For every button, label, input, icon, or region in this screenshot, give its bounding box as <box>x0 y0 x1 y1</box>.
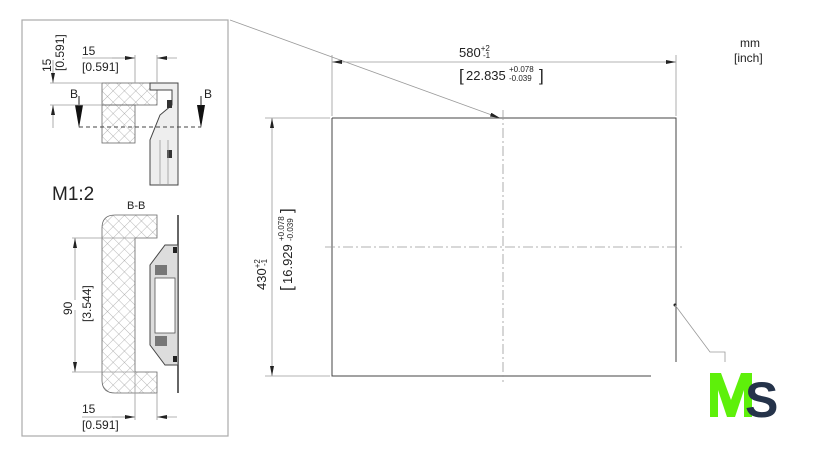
section-b-b-view: 90 [3.544] 15 [0.591] <box>61 214 179 432</box>
width-value: 580 <box>459 45 481 60</box>
section-arrow-left-icon <box>75 105 83 128</box>
bottom-horizontal-dim-value: 15 <box>82 402 96 416</box>
top-section-view: B B 15 [0.591] 15 [0.591] <box>40 34 212 186</box>
svg-text:[: [ <box>459 66 464 85</box>
height-dim-inch: [3.544] <box>80 285 94 322</box>
section-arrow-right-icon <box>197 105 205 128</box>
height-dim-value: 90 <box>61 301 75 315</box>
width-inch-tol-plus: +0.078 <box>509 65 534 74</box>
bottom-horizontal-dim-inch: [0.591] <box>82 418 119 432</box>
height-inch-tol-minus: -0.039 <box>286 218 295 241</box>
detail-leader-line <box>229 19 501 119</box>
logo-m <box>710 373 752 417</box>
height-tol-plus: +2 <box>253 259 262 269</box>
svg-text:]: ] <box>539 66 544 85</box>
cut-marker-right: B <box>204 87 212 101</box>
width-inch: 22.835 <box>466 68 506 83</box>
height-inch: 16.929 <box>280 244 295 284</box>
width-dimension: 580+2 -1 [ 22.835 +0.078 -0.039 ] <box>459 44 544 85</box>
svg-text:]: ] <box>277 208 296 213</box>
top-vertical-dim-inch: [0.591] <box>53 34 67 71</box>
svg-text:580+2: 580+2 <box>459 44 490 60</box>
units-inch: [inch] <box>734 51 763 65</box>
logo-s: S <box>745 372 778 428</box>
scale-label: M1:2 <box>52 184 94 205</box>
top-vertical-dim-value: 15 <box>40 58 54 72</box>
top-horizontal-dim-inch: [0.591] <box>82 60 119 74</box>
height-dimension: 430+2 -1 [ 16.929 +0.078 -0.039 ] <box>253 208 296 291</box>
height-inch-tol-plus: +0.078 <box>277 216 286 241</box>
detail-frame <box>21 19 229 437</box>
height-tol-minus: -1 <box>260 258 269 266</box>
detail-view: B B 15 [0.591] 15 [0.591] M1:2 B-B <box>21 19 501 437</box>
ms-logo: S <box>710 372 778 428</box>
main-outline-view: 580+2 -1 [ 22.835 +0.078 -0.039 ] 430+2 … <box>253 44 726 382</box>
units-mm: mm <box>740 36 760 50</box>
width-tol-minus: -1 <box>483 51 491 60</box>
top-horizontal-dim-value: 15 <box>82 44 96 58</box>
svg-text:430+2: 430+2 <box>253 259 269 290</box>
cut-marker-left: B <box>70 87 78 101</box>
section-label: B-B <box>127 200 145 212</box>
svg-text:[: [ <box>277 286 296 291</box>
width-tol-plus: +2 <box>481 44 491 53</box>
width-inch-tol-minus: -0.039 <box>509 74 532 83</box>
height-value: 430 <box>254 268 269 290</box>
